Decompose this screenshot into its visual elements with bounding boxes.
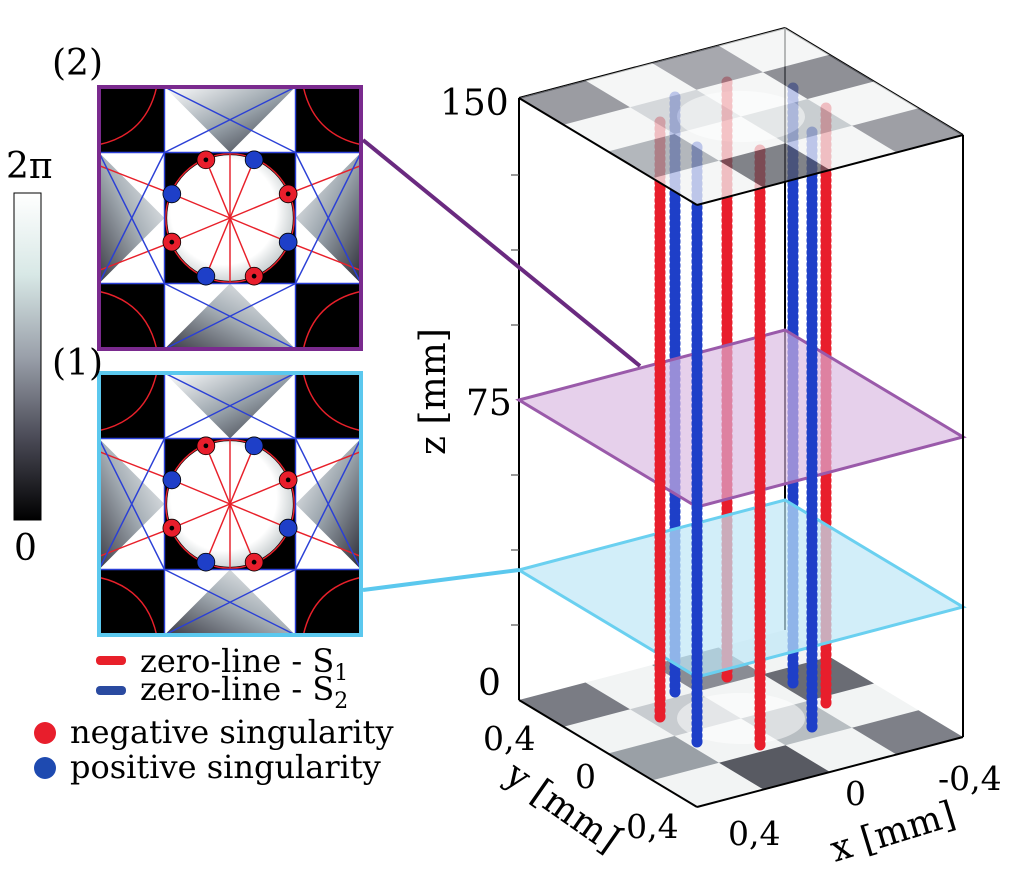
legend-positive-marker bbox=[34, 757, 56, 779]
legend-negative-marker bbox=[34, 722, 56, 744]
colorbar-max-label: 2π bbox=[6, 146, 53, 187]
x-tick-pos: 0,4 bbox=[728, 814, 780, 853]
box-3d: 150 75 0 z [mm] 0,4 0 -0,4 y [mm] 0,4 0 … bbox=[361, 27, 1002, 871]
legend-s2-swatch bbox=[96, 686, 126, 695]
z-tick-150: 150 bbox=[440, 83, 509, 124]
z-minor-ticks bbox=[511, 174, 519, 626]
connector-panel-1 bbox=[362, 568, 520, 592]
legend-s2-entry: zero-line - S2 bbox=[140, 670, 348, 714]
legend-s2-subscript: 2 bbox=[334, 689, 348, 714]
legend-s1-entry: zero-line - S1 bbox=[140, 642, 348, 686]
z-tick-0: 0 bbox=[478, 663, 501, 704]
panel-2: (2) bbox=[52, 43, 363, 351]
y-axis-label: y [mm] bbox=[497, 753, 626, 861]
y-tick-zero: 0 bbox=[575, 757, 596, 796]
legend-s1-swatch bbox=[96, 656, 126, 665]
x-tick-neg: -0,4 bbox=[938, 759, 1002, 798]
y-tick-neg: -0,4 bbox=[615, 807, 679, 846]
x-tick-zero: 0 bbox=[845, 774, 866, 813]
panel-1: (1) bbox=[52, 343, 363, 637]
legend-negative-label: negative singularity bbox=[70, 713, 394, 751]
y-tick-pos: 0,4 bbox=[483, 719, 535, 758]
panel-2-frame bbox=[97, 85, 363, 351]
legend-s2-text: zero-line - S bbox=[140, 670, 334, 708]
legend-s1-subscript: 1 bbox=[334, 661, 348, 686]
panel-1-frame bbox=[97, 371, 363, 637]
plane-z37 bbox=[515, 498, 967, 679]
connector-panel-2 bbox=[361, 138, 642, 368]
panel-1-label: (1) bbox=[52, 343, 103, 384]
panel-2-label: (2) bbox=[52, 43, 103, 84]
vortex-columns-front bbox=[654, 116, 818, 756]
plane-z75 bbox=[515, 328, 967, 509]
legend: zero-line - S1 zero-line - S2 negative s… bbox=[34, 642, 394, 786]
legend-s1-text: zero-line - S bbox=[140, 642, 334, 680]
colorbar-min-label: 0 bbox=[14, 528, 37, 569]
legend-positive-label: positive singularity bbox=[70, 748, 381, 786]
colorbar-gradient bbox=[13, 192, 42, 521]
top-plate bbox=[519, 28, 963, 206]
z-tick-75: 75 bbox=[466, 383, 512, 424]
colorbar: 2π 0 bbox=[6, 146, 53, 569]
z-axis-label: z [mm] bbox=[413, 328, 454, 455]
